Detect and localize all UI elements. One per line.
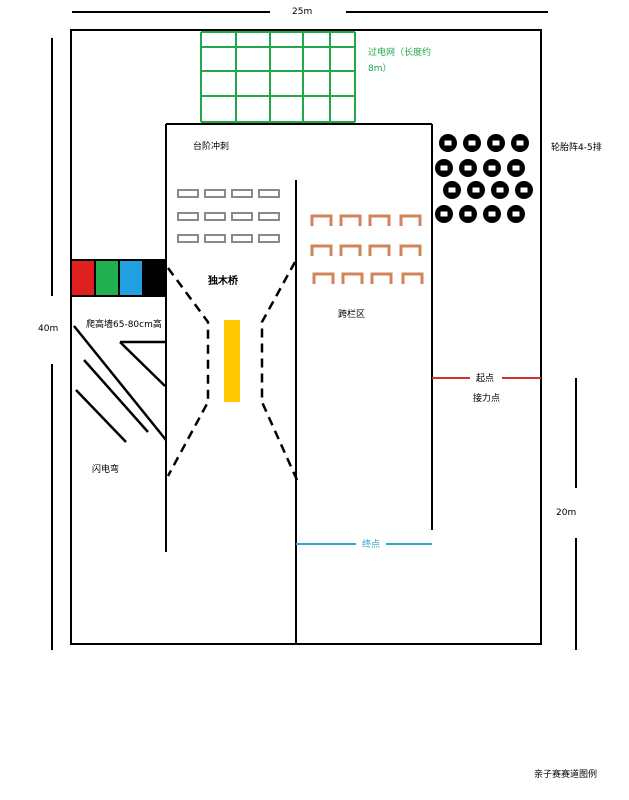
tire-hole [488,211,496,217]
hurdle [368,214,391,226]
hurdles-label: 跨栏区 [338,308,365,320]
electric-net-length-label: 8m） [368,63,392,74]
tire-array [435,134,533,223]
log-bridge-beam [224,320,240,402]
tire-hole [492,140,500,146]
tire-hole [444,140,452,146]
tire-hole [472,187,480,193]
tire-hole [512,165,520,171]
hurdles [310,214,424,284]
stair-step [258,189,280,198]
tire-hole [516,140,524,146]
stair-step [177,234,199,243]
log-bridge-label: 独木桥 [208,274,239,287]
hurdle [399,244,422,256]
stairs-label: 台阶冲刺 [193,140,229,152]
inner-lanes [165,123,433,644]
legend-caption: 亲子赛赛道图例 [534,768,597,780]
hurdle [368,244,391,256]
crawl-wall [70,259,167,297]
hurdle [401,272,424,284]
stair-step [231,212,253,221]
tire-hole [512,211,520,217]
stair-step [204,189,226,198]
hurdle [339,214,362,226]
start-label: 起点 [476,373,494,384]
course-boundary [70,29,542,645]
finish-label: 终点 [362,538,380,550]
hurdle [310,244,333,256]
tire-hole [488,165,496,171]
log-bridge-outline [166,261,299,481]
tire-hole [440,211,448,217]
height-label: 40m [38,324,58,334]
stair-step [231,234,253,243]
electric-net [200,31,356,123]
lightning-label: 闪电弯 [92,463,119,475]
width-dimension: 25m [72,7,548,17]
stair-step [177,212,199,221]
stair-step [204,212,226,221]
relay-side-label: 20m [556,508,576,518]
crawl-wall-label: 爬高墙65-80cm高 [86,318,162,330]
hurdle [370,272,393,284]
electric-net-label: 过电网（长度约 [368,46,431,58]
stair-step [258,234,280,243]
tire-hole [464,211,472,217]
hurdle [310,214,333,226]
stair-step [204,234,226,243]
hurdle [341,272,364,284]
tire-hole [440,165,448,171]
tire-hole [464,165,472,171]
hurdle [399,214,422,226]
tire-hole [448,187,456,193]
stair-step [231,189,253,198]
tire-hole [496,187,504,193]
hurdle [339,244,362,256]
stair-step [177,189,199,198]
height-dimension: 40m [38,38,58,650]
relay-side-dimension: 20m [556,378,577,650]
stair-step [258,212,280,221]
tire-array-label: 轮胎阵4-5排 [551,141,602,153]
width-label: 25m [292,7,312,17]
tire-hole [468,140,476,146]
stairs-steps [177,189,280,243]
relay-label: 接力点 [473,392,500,404]
lightning-bend [73,325,167,443]
tire-hole [520,187,528,193]
hurdle [312,272,335,284]
